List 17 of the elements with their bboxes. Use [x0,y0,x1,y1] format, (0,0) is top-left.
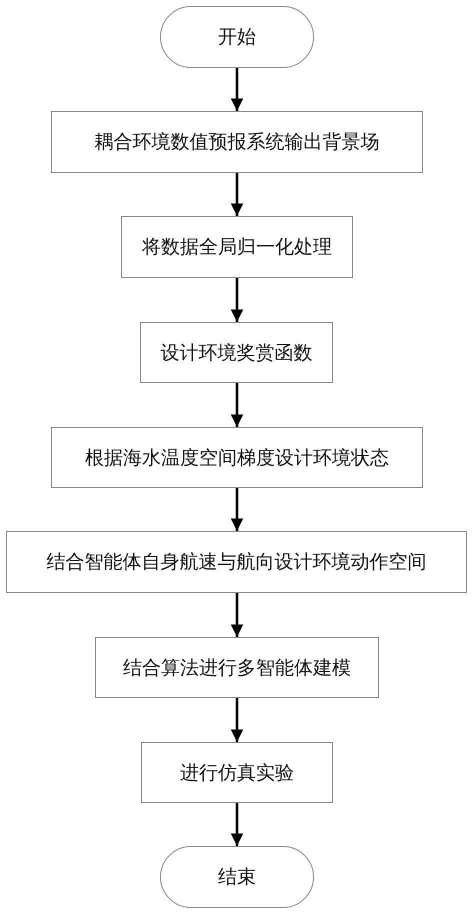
process-box: 结合算法进行多智能体建模 [95,637,379,698]
terminal-box: 开始 [160,6,314,68]
process-box: 根据海水温度空间梯度设计环境状态 [51,427,423,488]
arrow [230,803,244,846]
arrow [230,488,244,531]
terminal-box: 结束 [160,846,314,908]
arrow [230,173,244,216]
process-box: 进行仿真实验 [141,742,333,803]
process-box: 设计环境奖赏函数 [140,322,333,383]
arrow [230,68,244,111]
process-box: 耦合环境数值预报系统输出背景场 [51,111,423,173]
arrow [230,278,244,322]
arrow [230,593,244,637]
arrow [230,383,244,427]
process-box: 将数据全局归一化处理 [121,216,353,278]
arrow [230,698,244,742]
process-box: 结合智能体自身航速与航向设计环境动作空间 [6,531,467,593]
